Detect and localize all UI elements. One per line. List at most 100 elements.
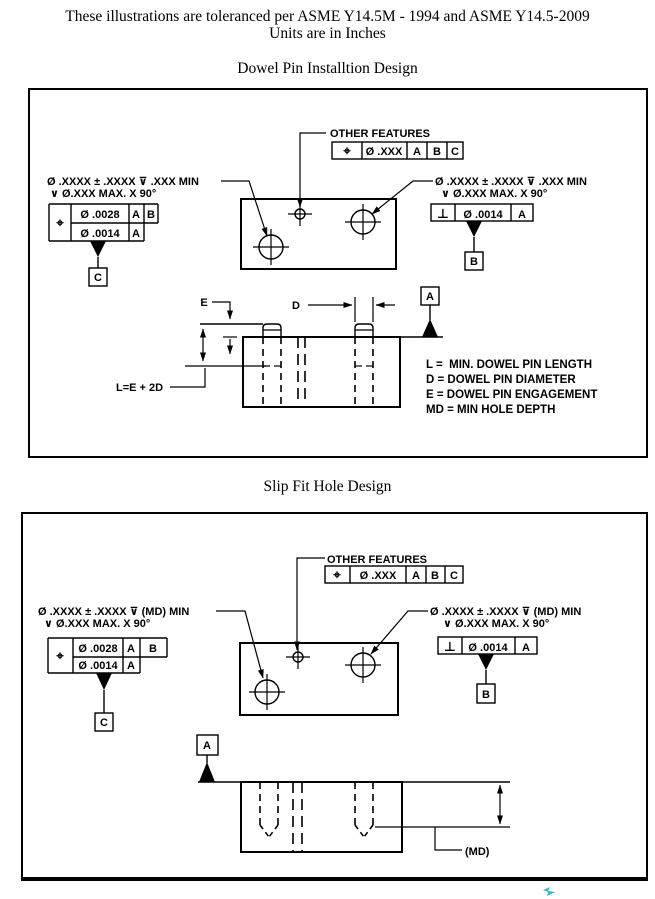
plate-top-view bbox=[240, 198, 397, 270]
fcf-row2-tolerance: Ø .0014 bbox=[80, 228, 120, 240]
datum-b-symbol: B bbox=[464, 221, 484, 271]
formula-leader bbox=[170, 368, 206, 388]
other-features-label: OTHER FEATURES bbox=[327, 554, 427, 566]
datum-a-label: A bbox=[426, 291, 434, 303]
fcf-tolerance: Ø .0014 bbox=[468, 642, 508, 654]
legend-line: E = DOWEL PIN ENGAGEMENT bbox=[426, 389, 597, 401]
blind-hole-left bbox=[259, 782, 279, 838]
slip-fit-drawing: OTHER FEATURES ⌖ Ø .XXX A B C Ø .XXXX ± … bbox=[38, 554, 581, 858]
left-callout-line2: ∨ Ø.XXX MAX. X 90° bbox=[50, 188, 156, 200]
fcf-row1-datum-2: B bbox=[147, 209, 155, 221]
right-callout-leader bbox=[370, 610, 428, 655]
fcf-row1-datum-2: B bbox=[149, 643, 157, 655]
position-symbol-icon: ⌖ bbox=[332, 568, 341, 583]
datum-a-symbol: A bbox=[196, 734, 219, 782]
datum-a-label: A bbox=[203, 740, 211, 752]
datum-c-symbol: C bbox=[88, 241, 108, 287]
diagram1-title: Dowel Pin Installtion Design bbox=[237, 60, 418, 77]
legend: L = MIN. DOWEL PIN LENGTH D = DOWEL PIN … bbox=[426, 359, 597, 416]
legend-line: MD = MIN HOLE DEPTH bbox=[426, 404, 555, 416]
perpendicularity-symbol-icon: ⊥ bbox=[444, 640, 456, 655]
dim-d-lines bbox=[308, 297, 395, 322]
left-callout-leader bbox=[216, 610, 264, 679]
position-symbol-icon: ⌖ bbox=[55, 216, 64, 231]
fcf-row2-datum-1: A bbox=[127, 660, 135, 672]
position-symbol-icon: ⌖ bbox=[342, 144, 351, 159]
other-features-fcf: ⌖ Ø .XXX A B C bbox=[331, 141, 464, 160]
right-callout-line2: ∨ Ø.XXX MAX. X 90° bbox=[441, 188, 547, 200]
pin-length-formula: L=E + 2D bbox=[116, 382, 163, 394]
right-fcf: ⊥ Ø .0014 A bbox=[430, 203, 534, 222]
dim-d-label: D bbox=[292, 300, 300, 312]
fcf-datum-3: C bbox=[450, 570, 458, 582]
fcf-datum-1: A bbox=[518, 209, 526, 221]
fcf-datum-2: B bbox=[433, 146, 441, 158]
other-features-leader bbox=[294, 557, 325, 651]
dowel-pin-drawing: OTHER FEATURES ⌖ Ø .XXX A B C Ø .XXXX ± … bbox=[47, 128, 597, 416]
section-centerline bbox=[297, 337, 306, 404]
other-features-fcf: ⌖ Ø .XXX A B C bbox=[324, 565, 464, 584]
blind-hole-right bbox=[354, 782, 374, 838]
slip-fit-hole-left bbox=[249, 674, 285, 710]
perpendicularity-symbol-icon: ⊥ bbox=[437, 207, 449, 222]
dowel-hole-right bbox=[345, 204, 381, 240]
fcf-row1-tolerance: Ø .0028 bbox=[78, 643, 117, 655]
left-callout-line1: Ø .XXXX ± .XXXX ⊽ .XXX MIN bbox=[47, 176, 199, 188]
dowel-hole-left bbox=[253, 229, 289, 265]
fcf-tolerance: Ø .0014 bbox=[463, 209, 503, 221]
left-callout-line2: ∨ Ø.XXX MAX. X 90° bbox=[44, 618, 150, 630]
fcf-datum-1: A bbox=[522, 642, 530, 654]
left-callout-leader bbox=[221, 180, 268, 237]
diagram2-frame: OTHER FEATURES ⌖ Ø .XXX A B C Ø .XXXX ± … bbox=[21, 512, 648, 881]
datum-a-symbol: A bbox=[400, 286, 443, 338]
section-view: E L=E + 2D D bbox=[116, 286, 443, 408]
datum-b-symbol: B bbox=[476, 654, 496, 704]
left-callout-line1: Ø .XXXX ± .XXXX ⊽ (MD) MIN bbox=[38, 606, 189, 618]
fcf-row1-tolerance: Ø .0028 bbox=[80, 209, 119, 221]
right-callout-leader bbox=[371, 180, 433, 215]
position-symbol-icon: ⌖ bbox=[55, 649, 64, 664]
fcf-tolerance: Ø .XXX bbox=[360, 570, 397, 582]
section-centerline bbox=[292, 782, 303, 852]
fcf-row2-datum-1: A bbox=[132, 228, 140, 240]
plate-top-view bbox=[239, 642, 399, 716]
dim-e-label: E bbox=[200, 297, 207, 309]
left-composite-fcf: ⌖ Ø .0028 A B Ø .0014 A bbox=[47, 637, 168, 674]
other-features-label: OTHER FEATURES bbox=[330, 128, 430, 140]
fcf-datum-1: A bbox=[412, 570, 420, 582]
fcf-row2-tolerance: Ø .0014 bbox=[78, 660, 118, 672]
other-feature-hole bbox=[288, 202, 312, 226]
legend-line: D = DOWEL PIN DIAMETER bbox=[426, 374, 576, 386]
fcf-row1-datum-1: A bbox=[132, 209, 140, 221]
datum-c-label: C bbox=[100, 717, 108, 729]
right-callout-line2: ∨ Ø.XXX MAX. X 90° bbox=[443, 618, 549, 630]
right-callout-line1: Ø .XXXX ± .XXXX ⊽ .XXX MIN bbox=[435, 176, 587, 188]
fcf-tolerance: Ø .XXX bbox=[366, 146, 403, 158]
cursor-mark bbox=[543, 887, 555, 896]
other-features-leader bbox=[297, 132, 326, 208]
dim-e-leader bbox=[212, 301, 233, 320]
fcf-row1-datum-1: A bbox=[127, 643, 135, 655]
md-label: (MD) bbox=[465, 846, 490, 858]
header-line-2: Units are in Inches bbox=[269, 25, 386, 42]
datum-b-label: B bbox=[482, 689, 490, 701]
diagram2-title: Slip Fit Hole Design bbox=[263, 478, 392, 495]
header: These illustrations are toleranced per A… bbox=[0, 8, 655, 42]
left-composite-fcf: ⌖ Ø .0028 A B Ø .0014 A bbox=[48, 203, 159, 242]
slip-fit-hole-right bbox=[345, 647, 381, 683]
legend-line: L = MIN. DOWEL PIN LENGTH bbox=[426, 359, 592, 371]
datum-c-symbol: C bbox=[94, 673, 114, 732]
other-feature-hole bbox=[286, 645, 310, 669]
diagram1-frame: OTHER FEATURES ⌖ Ø .XXX A B C Ø .XXXX ± … bbox=[28, 88, 648, 458]
fcf-datum-3: C bbox=[451, 146, 459, 158]
dowel-pin-right bbox=[354, 323, 374, 404]
fcf-datum-1: A bbox=[413, 146, 421, 158]
section-view: A bbox=[196, 734, 510, 858]
right-fcf: ⊥ Ø .0014 A bbox=[437, 636, 538, 655]
datum-c-label: C bbox=[94, 272, 102, 284]
fcf-datum-2: B bbox=[431, 570, 439, 582]
md-leader bbox=[434, 827, 462, 851]
header-line-1: These illustrations are toleranced per A… bbox=[65, 8, 590, 25]
datum-b-label: B bbox=[470, 256, 478, 268]
